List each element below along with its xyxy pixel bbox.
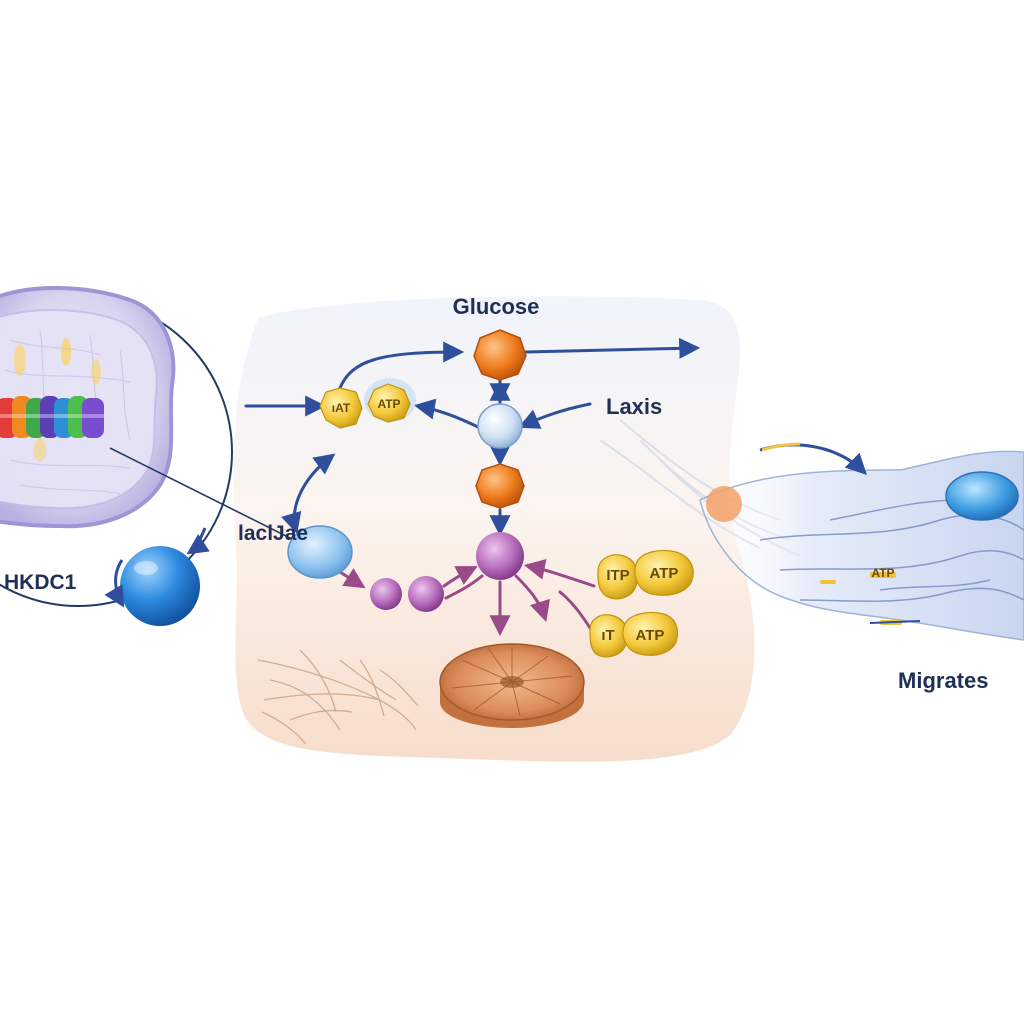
migrates-label: Migrates	[898, 668, 988, 693]
hkdc1-label: HKDC1	[4, 571, 77, 594]
migration-arrow-icon	[759, 443, 867, 475]
atp-pair-right-lower: ıT ATP	[589, 611, 679, 658]
glucose-node	[473, 329, 527, 381]
svg-text:ATP: ATP	[650, 565, 679, 582]
neural-branches-icon	[257, 649, 419, 745]
svg-text:ATP: ATP	[871, 566, 894, 580]
protein-complex-icon	[0, 396, 104, 438]
lactase-enzyme-icon	[287, 525, 353, 579]
migrating-cell-nucleus-icon	[945, 471, 1019, 521]
atp-pair-top: ıAT ATP	[319, 378, 416, 429]
purple-node-small-b	[408, 576, 444, 612]
svg-text:ITP: ITP	[606, 567, 629, 584]
purple-node-small-a	[370, 578, 402, 610]
svg-text:ATP: ATP	[636, 627, 665, 644]
purple-hub-node	[476, 532, 524, 580]
svg-text:ıT: ıT	[601, 627, 614, 644]
tissue-disc-icon	[439, 643, 585, 728]
laxis-label: Laxis	[606, 394, 662, 419]
atp-pair-right-upper: ITP ATP	[597, 549, 694, 600]
lactase-label: laclJae	[238, 522, 308, 545]
svg-text:ATP: ATP	[377, 397, 400, 411]
svg-text:ıAT: ıAT	[332, 401, 351, 415]
hub-node	[477, 403, 523, 449]
glucose-label: Glucose	[453, 294, 540, 319]
pyruvate-node	[475, 463, 525, 509]
hkdc1-cell-inset: HKDC1	[0, 285, 331, 626]
migrating-cell: ATP	[599, 419, 1024, 641]
hkdc1-sphere-icon	[120, 546, 200, 626]
